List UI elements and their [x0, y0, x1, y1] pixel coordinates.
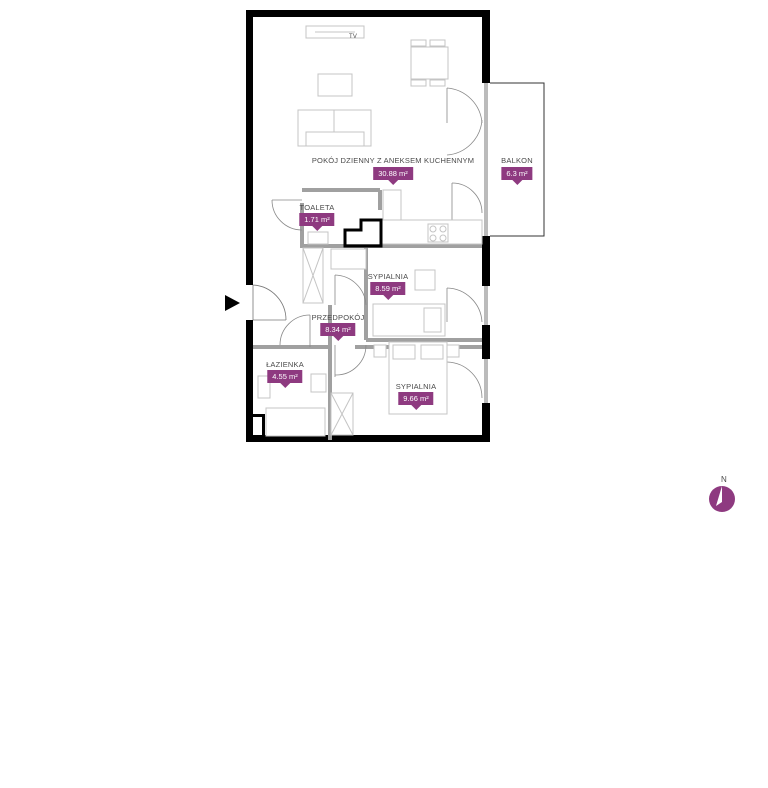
exterior-walls — [246, 10, 490, 442]
area-tag-balcony: 6.3 m² — [501, 167, 533, 185]
window-lines — [484, 83, 488, 403]
compass-label: N — [721, 475, 727, 484]
area-tag-hallway: 8.34 m² — [320, 323, 356, 341]
wall-openings — [246, 83, 490, 403]
tv-label: TV — [348, 34, 358, 40]
room-label-hallway: PRZEDPOKÓJ — [311, 313, 365, 322]
entrance-arrow-icon — [225, 295, 240, 311]
area-tag-toilet: 1.71 m² — [299, 213, 335, 231]
area-tag-bedroom-1: 8.59 m² — [370, 282, 406, 300]
area-tag-living: 30.88 m² — [373, 167, 413, 185]
area-tag-bedroom-2: 9.66 m² — [398, 392, 434, 410]
room-label-living: POKÓJ DZIENNY Z ANEKSEM KUCHENNYM — [311, 156, 475, 165]
room-label-bathroom: ŁAZIENKA — [266, 360, 304, 369]
compass-icon — [709, 486, 735, 512]
room-label-toilet: TOALETA — [299, 203, 335, 212]
room-label-bedroom-1: SYPIALNIA — [367, 272, 409, 281]
entry-door — [252, 284, 287, 321]
room-label-balcony: BALKON — [501, 156, 533, 165]
area-tag-bathroom: 4.55 m² — [267, 370, 303, 388]
shaft — [343, 218, 383, 248]
room-label-bedroom-2: SYPIALNIA — [395, 382, 437, 391]
